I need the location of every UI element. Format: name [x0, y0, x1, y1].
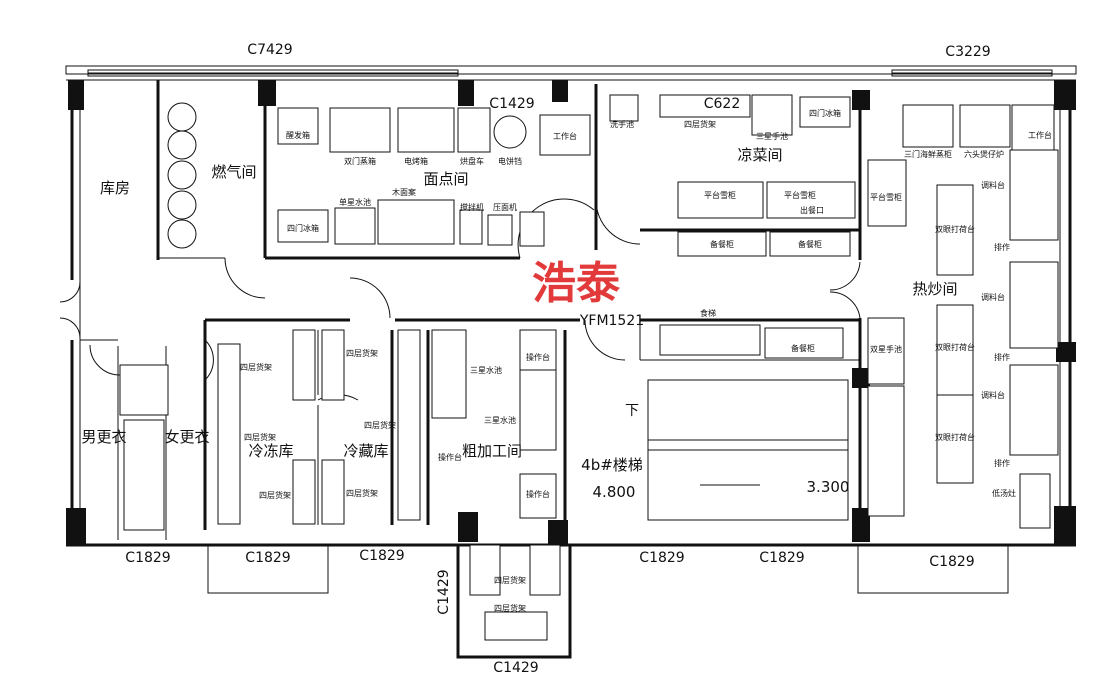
- cold-dish-fixtures: [609, 94, 856, 257]
- window-code-c622: C622: [704, 96, 741, 112]
- window-code-c1829-a: C1829: [125, 550, 170, 566]
- room-rough-process: 粗加工间: [462, 442, 522, 460]
- room-pastry: 面点间: [423, 170, 468, 188]
- eq-dough-press: 压面机: [493, 202, 517, 212]
- eq-three-star-sink-a: 三星水池: [470, 365, 502, 375]
- room-women-locker: 女更衣: [164, 428, 209, 446]
- eq-low-soup: 低汤灶: [992, 488, 1016, 498]
- eq-exhaust-a: 排作: [994, 242, 1010, 252]
- storage-shelves: [217, 329, 557, 525]
- eq-three-hand-sink: 三星手池: [756, 131, 788, 141]
- eq-proofer: 醒发箱: [286, 130, 310, 140]
- room-cold-storage: 冷藏库: [343, 442, 388, 460]
- room-stairs: 4b#楼梯: [581, 456, 643, 474]
- eq-op-table-b: 操作台: [438, 452, 462, 462]
- window-code-c1829-c: C1829: [359, 548, 404, 564]
- eq-shelf-cold-storage-c: 四层货架: [346, 488, 378, 498]
- hot-stir-fixtures: [867, 104, 1059, 529]
- stairs-down-label: 下: [625, 403, 639, 419]
- eq-serving-window: 出餐口: [800, 205, 824, 215]
- window-code-c1429-top: C1429: [489, 96, 534, 112]
- window-code-c1829-e: C1829: [759, 550, 804, 566]
- eq-shelf-freezer-b: 四层货架: [244, 432, 276, 442]
- eq-shelf-freezer-c: 四层货架: [259, 490, 291, 500]
- eq-stir-table-c: 双眼打荷台: [935, 432, 975, 442]
- window-code-c3229: C3229: [945, 44, 990, 60]
- eq-food-lift: 食梯: [700, 308, 716, 318]
- eq-shelf-bottom-a: 四层货架: [494, 575, 526, 585]
- elevation-right: 3.300: [807, 478, 850, 496]
- eq-work-table-hot: 工作台: [1028, 130, 1052, 140]
- eq-seasoning-c: 调料台: [981, 390, 1005, 400]
- eq-oven: 电烤箱: [404, 156, 428, 166]
- eq-shelf-freezer-a: 四层货架: [240, 362, 272, 372]
- window-code-c1829-f: C1829: [929, 554, 974, 570]
- eq-six-burner: 六头煲仔炉: [964, 149, 1004, 159]
- eq-prep-cabinet-c: 备餐柜: [791, 343, 815, 353]
- eq-prep-cabinet-b: 备餐柜: [798, 239, 822, 249]
- bottom-bays: [207, 543, 1009, 659]
- eq-shelf-cold-storage-b: 四层货架: [364, 420, 396, 430]
- eq-dough-board: 木面案: [392, 187, 416, 197]
- window-code-c1429-side: C1429: [436, 569, 452, 614]
- eq-shelf-cold: 四层货架: [684, 119, 716, 129]
- eq-pan: 电饼铛: [498, 156, 522, 166]
- eq-seasoning-b: 调料台: [981, 292, 1005, 302]
- eq-platform-fridge-hot: 平台雪柜: [870, 192, 902, 202]
- eq-stir-table-b: 双眼打荷台: [935, 342, 975, 352]
- room-cold-dish: 凉菜间: [737, 146, 782, 164]
- room-men-locker: 男更衣: [81, 428, 126, 446]
- pastry-fixtures: [277, 107, 591, 247]
- eq-shelf-cold-storage-a: 四层货架: [346, 348, 378, 358]
- window-c7429: [87, 69, 459, 77]
- eq-exhaust-b: 排作: [994, 352, 1010, 362]
- elevation-left: 4.800: [593, 483, 636, 501]
- eq-tray-cart: 烘盘车: [460, 156, 484, 166]
- eq-exhaust-c: 排作: [994, 458, 1010, 468]
- stairs-drawing: [647, 324, 849, 521]
- eq-double-steamer: 双门蒸箱: [344, 156, 376, 166]
- eq-platform-fridge-b: 平台雪柜: [784, 190, 816, 200]
- eq-seafood-steamer: 三门海鲜蒸柜: [904, 149, 952, 159]
- eq-mixer: 搅拌机: [460, 202, 484, 212]
- eq-work-table: 工作台: [553, 131, 577, 141]
- eq-four-door-fridge-pastry: 四门冰箱: [287, 223, 319, 233]
- window-code-c7429: C7429: [247, 42, 292, 58]
- door-code-yfm1521: YFM1521: [579, 313, 644, 329]
- eq-hand-sink: 洗手池: [610, 119, 634, 129]
- room-hot-stir: 热炒间: [912, 280, 957, 298]
- room-gas: 燃气间: [211, 163, 256, 181]
- eq-platform-fridge-a: 平台雪柜: [704, 190, 736, 200]
- window-code-c1829-d: C1829: [639, 550, 684, 566]
- eq-prep-cabinet-a: 备餐柜: [710, 239, 734, 249]
- room-storage: 库房: [100, 179, 130, 197]
- locker-fixtures: [119, 364, 169, 531]
- eq-hand-sink-hot: 双星手池: [870, 344, 902, 354]
- eq-seasoning-a: 调料台: [981, 180, 1005, 190]
- watermark: 浩泰: [532, 258, 621, 309]
- eq-four-door-fridge-cold: 四门冰箱: [809, 108, 841, 118]
- room-freezer: 冷冻库: [248, 442, 293, 460]
- structural-columns: [66, 80, 1076, 544]
- window-c3229: [891, 69, 1053, 77]
- eq-op-table-c: 操作台: [526, 489, 550, 499]
- gas-cylinders: [167, 102, 197, 249]
- interior-walls: [80, 80, 862, 540]
- eq-three-star-sink-b: 三星水池: [484, 415, 516, 425]
- eq-stir-table-a: 双眼打荷台: [935, 224, 975, 234]
- window-code-c1429-bottom: C1429: [493, 660, 538, 676]
- eq-single-sink: 单星水池: [339, 197, 371, 207]
- eq-op-table-a: 操作台: [526, 352, 550, 362]
- eq-shelf-bottom-b: 四层货架: [494, 603, 526, 613]
- window-code-c1829-b: C1829: [245, 550, 290, 566]
